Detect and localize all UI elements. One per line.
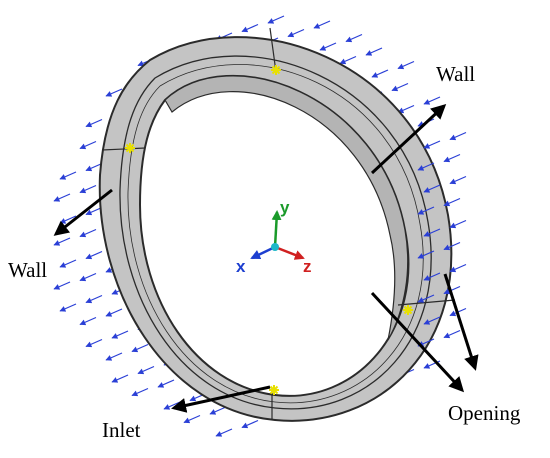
flow-arrow-icon: [443, 197, 461, 207]
flow-arrow-icon: [423, 140, 441, 149]
flow-arrow-icon: [417, 250, 435, 259]
flow-arrow-icon: [417, 206, 435, 215]
flow-arrow-icon: [267, 15, 285, 24]
flow-arrow-icon: [397, 104, 415, 114]
partition-right: [397, 299, 456, 306]
callout-arrow-opening-1: [370, 291, 465, 393]
flow-arrow-icon: [365, 47, 383, 56]
partition-left: [101, 147, 146, 151]
asterisk-marker-icon: [125, 143, 135, 153]
flow-arrow-icon: [53, 237, 71, 246]
flow-arrow-icon: [313, 20, 331, 29]
axis-y-line: [271, 210, 282, 248]
flow-arrow-icon: [423, 272, 441, 281]
flow-arrow-icon: [345, 33, 363, 43]
flow-arrow-icon: [443, 329, 461, 339]
axis-y-label: y: [280, 198, 290, 217]
flow-arrow-icon: [85, 206, 103, 216]
flow-arrow-icon: [79, 184, 97, 194]
flow-arrow-icon: [443, 153, 461, 163]
flow-arrow-icon: [137, 365, 155, 375]
flow-arrow-icon: [85, 338, 103, 348]
callout-arrow-wall-right: [370, 103, 447, 175]
asterisk-marker-icon: [403, 305, 413, 315]
flow-arrow-icon: [449, 175, 467, 185]
flow-arrow-icon: [131, 387, 149, 397]
callout-arrows: [53, 103, 479, 413]
flow-arrow-icon: [79, 316, 97, 326]
callout-arrow-inlet: [171, 385, 271, 413]
label-wall-left: Wall: [8, 258, 48, 282]
partition-top: [269, 27, 277, 73]
flow-arrow-icon: [423, 316, 441, 325]
flow-arrows-front: [53, 96, 467, 369]
flow-arrow-icon: [339, 55, 357, 65]
label-opening: Opening: [448, 401, 521, 425]
vertex-markers: [125, 65, 413, 395]
flow-arrow-icon: [287, 28, 305, 38]
flow-arrow-icon: [209, 406, 227, 415]
flow-arrow-icon: [241, 419, 259, 429]
flow-arrow-icon: [105, 88, 123, 97]
flow-arrow-icon: [59, 171, 77, 180]
label-wall-right: Wall: [436, 62, 476, 86]
flow-arrow-icon: [241, 23, 259, 33]
flow-arrow-icon: [111, 330, 129, 339]
flow-arrow-icon: [85, 118, 103, 128]
flow-arrow-icon: [391, 82, 409, 92]
flow-arrow-icon: [371, 69, 389, 78]
ring-inner-wall: [164, 75, 409, 341]
flow-arrow-icon: [449, 263, 467, 273]
flow-arrow-icon: [79, 140, 97, 150]
flow-arrow-icon: [157, 379, 175, 388]
ring-seam-outer: [119, 55, 432, 410]
label-inlet: Inlet: [102, 418, 141, 442]
origin-dot: [271, 243, 279, 251]
flow-arrow-icon: [111, 374, 129, 383]
flow-arrow-icon: [443, 241, 461, 251]
axis-z-label: z: [303, 257, 312, 276]
flow-arrow-icon: [443, 285, 461, 295]
axis-z-line: [274, 245, 305, 260]
flow-arrow-icon: [423, 184, 441, 193]
asterisk-marker-icon: [271, 65, 281, 75]
callout-arrow-opening-2: [443, 273, 479, 371]
axis-x-line: [250, 245, 276, 260]
flow-arrow-icon: [423, 228, 441, 237]
flow-arrow-icon: [417, 162, 435, 171]
flow-arrow-icon: [59, 303, 77, 312]
flow-arrow-icon: [215, 428, 233, 437]
flow-arrow-icon: [105, 308, 123, 317]
flow-arrow-icon: [85, 162, 103, 172]
flow-arrow-icon: [79, 272, 97, 282]
flow-arrow-icon: [105, 352, 123, 361]
flow-arrow-icon: [449, 219, 467, 229]
flow-arrow-icon: [449, 131, 467, 141]
flow-arrow-icon: [79, 228, 97, 238]
coordinate-triad-icon: y x z: [236, 198, 312, 276]
flow-arrow-icon: [183, 414, 201, 424]
flow-arrow-icon: [397, 60, 415, 70]
flow-arrow-icon: [85, 294, 103, 304]
flow-arrow-icon: [59, 259, 77, 268]
flow-arrow-icon: [53, 281, 71, 290]
axis-x-label: x: [236, 257, 246, 276]
flow-arrow-icon: [131, 343, 149, 353]
flow-arrow-icon: [53, 193, 71, 202]
flow-arrow-icon: [417, 294, 435, 303]
callout-arrow-wall-left: [53, 188, 113, 236]
flow-arrow-icon: [319, 42, 337, 51]
asterisk-marker-icon: [269, 385, 279, 395]
flow-arrow-icon: [423, 96, 441, 105]
ring-seam-inner: [127, 64, 424, 404]
flow-arrow-icon: [85, 250, 103, 260]
